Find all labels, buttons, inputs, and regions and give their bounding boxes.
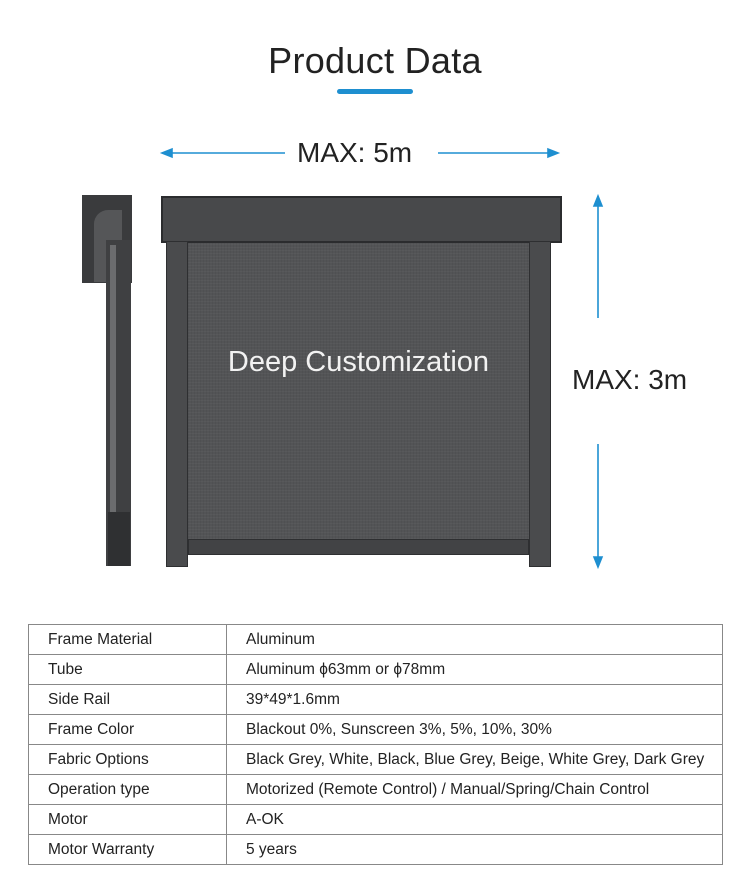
spec-label: Motor — [28, 804, 227, 835]
spec-value: Black Grey, White, Black, Blue Grey, Bei… — [226, 744, 723, 775]
height-arrow-bottom-head — [592, 556, 604, 570]
spec-value: Blackout 0%, Sunscreen 3%, 5%, 10%, 30% — [226, 714, 723, 745]
front-cassette-box — [161, 196, 562, 243]
spec-value: A-OK — [226, 804, 723, 835]
max-height-label: MAX: 3m — [572, 364, 688, 395]
table-row: Tube Aluminum ϕ63mm or ϕ78mm — [28, 654, 723, 685]
front-left-rail — [166, 241, 188, 567]
table-row: Motor Warranty 5 years — [28, 834, 723, 865]
spec-table: Frame Material Aluminum Tube Aluminum ϕ6… — [28, 624, 723, 865]
spec-value: Aluminum — [226, 624, 723, 655]
side-profile-base — [108, 512, 130, 566]
spec-label: Frame Color — [28, 714, 227, 745]
table-row: Fabric Options Black Grey, White, Black,… — [28, 744, 723, 775]
spec-value: 39*49*1.6mm — [226, 684, 723, 715]
screen-fabric — [188, 243, 529, 539]
spec-label: Motor Warranty — [28, 834, 227, 865]
side-profile-rail-highlight — [110, 245, 116, 515]
page-title: Product Data — [268, 40, 482, 81]
spec-value: 5 years — [226, 834, 723, 865]
spec-label: Frame Material — [28, 624, 227, 655]
width-arrow-left-head — [159, 147, 173, 159]
height-arrow-top-head — [592, 193, 604, 207]
spec-value: Aluminum ϕ63mm or ϕ78mm — [226, 654, 723, 685]
spec-label: Tube — [28, 654, 227, 685]
table-row: Motor A-OK — [28, 804, 723, 835]
spec-value: Motorized (Remote Control) / Manual/Spri… — [226, 774, 723, 805]
fabric-overlay-text: Deep Customization — [227, 346, 490, 378]
table-row: Operation type Motorized (Remote Control… — [28, 774, 723, 805]
table-row: Side Rail 39*49*1.6mm — [28, 684, 723, 715]
front-right-rail — [529, 241, 551, 567]
table-row: Frame Color Blackout 0%, Sunscreen 3%, 5… — [28, 714, 723, 745]
table-row: Frame Material Aluminum — [28, 624, 723, 655]
spec-label: Fabric Options — [28, 744, 227, 775]
spec-label: Operation type — [28, 774, 227, 805]
width-arrow-right-head — [547, 147, 561, 159]
bottom-bar — [188, 539, 529, 555]
spec-label: Side Rail — [28, 684, 227, 715]
max-width-label: MAX: 5m — [297, 137, 413, 168]
title-underline — [337, 89, 413, 94]
